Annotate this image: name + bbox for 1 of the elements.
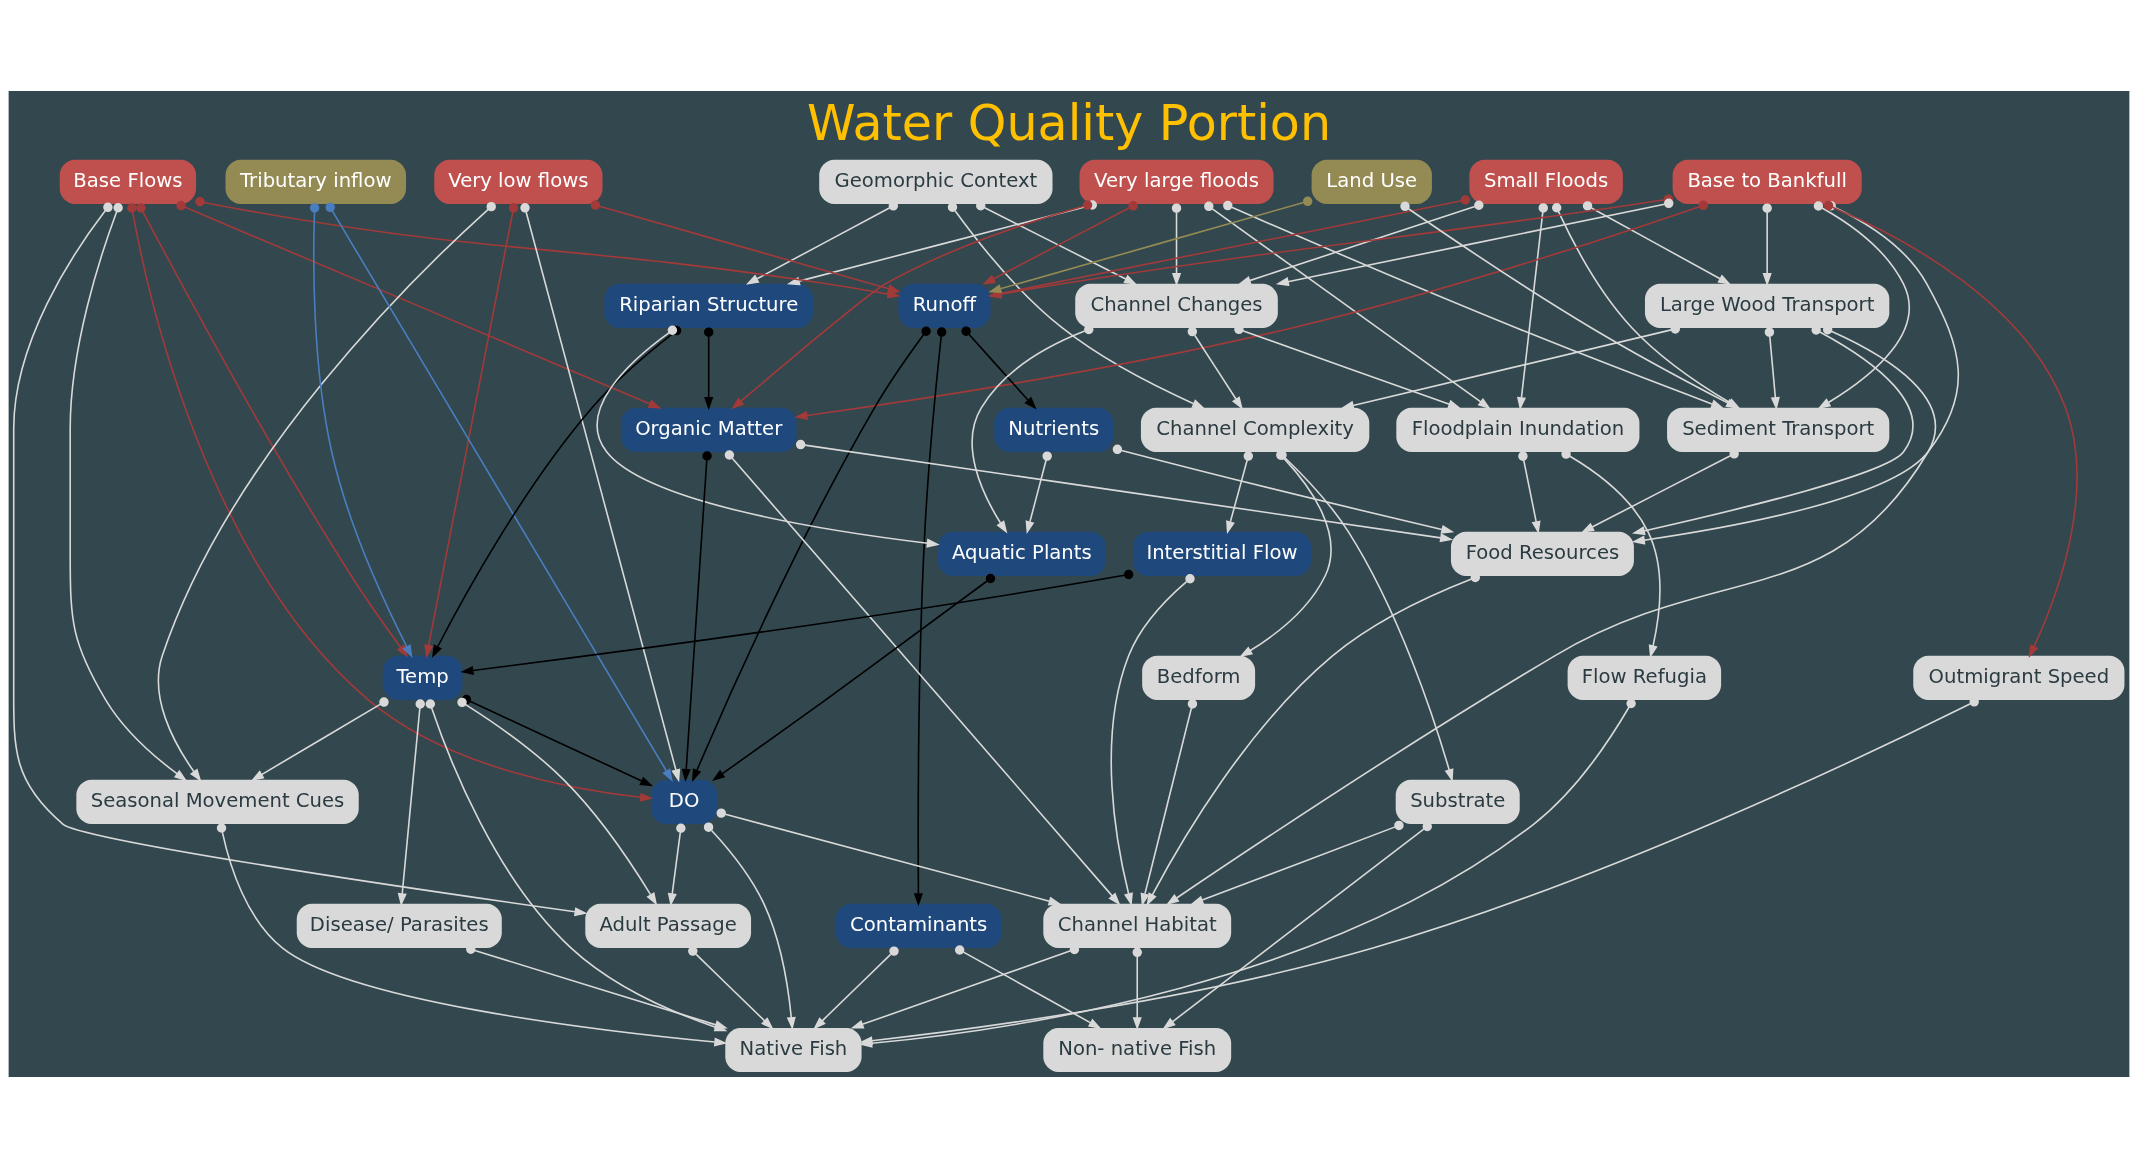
diagram-title: Water Quality Portion	[806, 93, 1332, 152]
